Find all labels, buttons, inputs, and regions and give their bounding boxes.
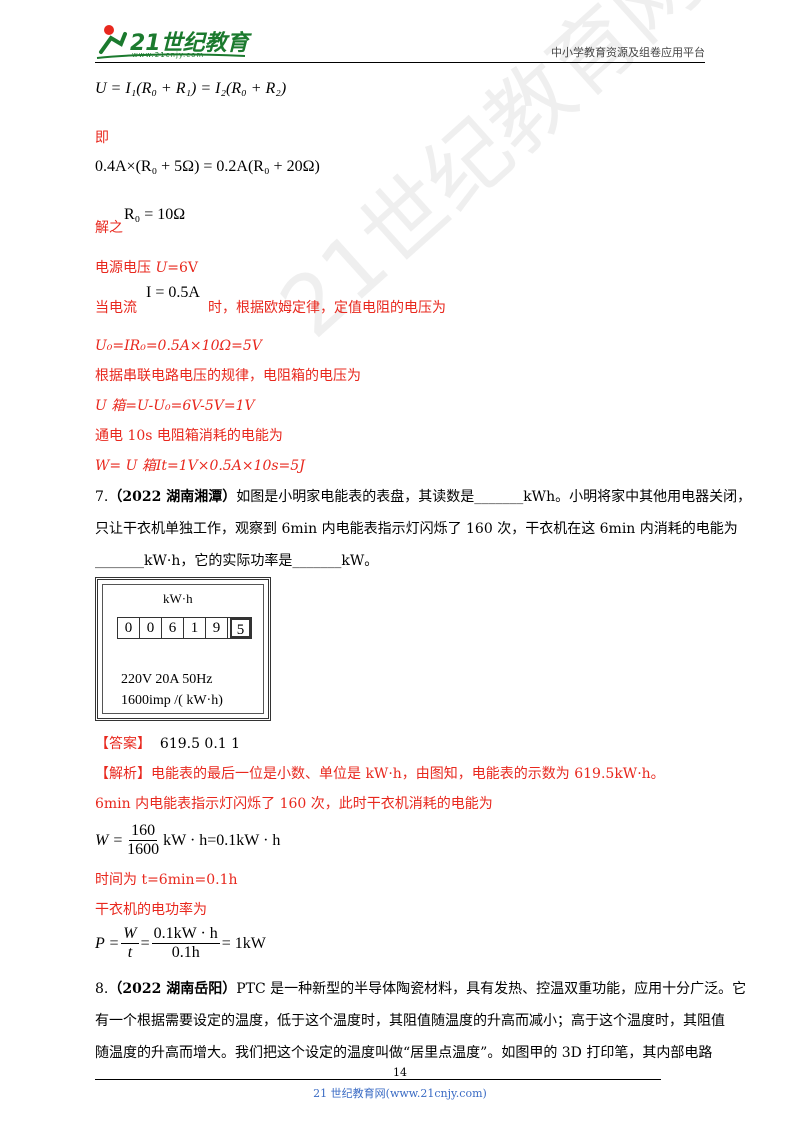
answer-line: 【答案】 619.5 0.1 1: [95, 734, 240, 754]
p-fraction-2: 0.1kW · h 0.1h: [151, 925, 220, 962]
q7-line3: _______kW·h，它的实际功率是_______kW。: [95, 553, 379, 569]
text-time: 时间为 t=6min=0.1h: [95, 872, 238, 888]
meter-digit-decimal: 5: [230, 618, 251, 638]
equation-u0: U₀=IR₀=0.5A×10Ω=5V: [95, 338, 262, 354]
q8-text-1: PTC 是一种新型的半导体陶瓷材料，具有发热、控温双重功能，应用十分广泛。它: [236, 981, 747, 997]
equation-energy: W= U 箱It=1V×0.5A×10s=5J: [95, 458, 305, 474]
meter-digits: 0 0 6 1 9 5: [117, 617, 252, 639]
answer-label: 【答案】: [95, 736, 151, 752]
text-jiezhi: 解之: [95, 220, 123, 236]
w-rhs: kW · h=0.1kW · h: [163, 831, 281, 849]
text-current-suffix: 时，根据欧姆定律，定值电阻的电压为: [208, 300, 446, 316]
meter-panel: kW·h 0 0 6 1 9 5 220V 20A 50Hz 1600imp /…: [102, 584, 264, 714]
meter-digit: 0: [118, 618, 140, 638]
equation-voltage-series: U = I₁(R₀ + R₁) = I₂(R₀ + R₂): [95, 80, 287, 97]
equation-r0: R₀ = 10Ω: [124, 206, 186, 223]
text-power-intro: 干衣机的电功率为: [95, 902, 207, 918]
analysis-line1: 【解析】电能表的最后一位是小数、单位是 kW·h，由图知，电能表的示数为 619…: [95, 764, 665, 784]
energy-meter-figure: kW·h 0 0 6 1 9 5 220V 20A 50Hz 1600imp /…: [95, 577, 271, 721]
p-equals: =: [140, 934, 150, 952]
supply-voltage-var: U: [155, 260, 168, 276]
q7-line2: 只让干衣机单独工作，观察到 6min 内电能表指示灯闪烁了 160 次，干衣机在…: [95, 521, 738, 537]
text-energy-intro: 通电 10s 电阻箱消耗的电能为: [95, 428, 283, 444]
p-numerator-2: 0.1kW · h: [151, 925, 220, 944]
meter-digit: 0: [140, 618, 162, 638]
w-numerator: 160: [129, 822, 158, 841]
analysis-line2: 6min 内电能表指示灯闪烁了 160 次，此时干衣机消耗的电能为: [95, 796, 493, 812]
analysis-text-1: 电能表的最后一位是小数、单位是 kW·h，由图知，电能表的示数为 619.5kW…: [151, 766, 665, 782]
supply-voltage-prefix: 电源电压: [95, 260, 156, 276]
p-numerator-1: W: [121, 925, 139, 944]
q8-line3: 随温度的升高而增大。我们把这个设定的温度叫做“居里点温度”。如图甲的 3D 打印…: [95, 1045, 713, 1061]
equation-current: I = 0.5A: [146, 284, 200, 301]
q8-source: （2022 湖南岳阳）: [108, 981, 237, 997]
equation-u-box: U 箱=U-U₀=6V-5V=1V: [95, 398, 255, 414]
p-denominator-2: 0.1h: [171, 944, 200, 961]
text-current-prefix: 当电流: [95, 300, 137, 316]
answer-values: 619.5 0.1 1: [159, 736, 241, 752]
header-divider: [95, 62, 705, 63]
q7-line1: 7.（2022 湖南湘潭）如图是小明家电能表的表盘，其读数是_______kWh…: [95, 487, 751, 507]
equation-substitution: 0.4A×(R₀ + 5Ω) = 0.2A(R₀ + 20Ω): [95, 158, 320, 175]
meter-imp: 1600imp /( kW·h): [121, 693, 223, 708]
q7-source: （2022 湖南湘潭）: [108, 489, 237, 505]
meter-unit: kW·h: [163, 591, 193, 606]
text-supply-voltage: 电源电压 U=6V: [95, 258, 198, 278]
equation-w: W = 160 1600 kW · h=0.1kW · h: [95, 822, 280, 859]
meter-digit: 6: [162, 618, 184, 638]
platform-title: 中小学教育资源及组卷应用平台: [551, 46, 705, 59]
meter-spec: 220V 20A 50Hz: [121, 672, 213, 687]
footer-site: 21 世纪教育网(www.21cnjy.com): [313, 1087, 487, 1100]
text-ji: 即: [95, 130, 109, 146]
w-denominator: 1600: [127, 841, 160, 858]
q7-number: 7.: [95, 489, 109, 505]
q7-text-1: 如图是小明家电能表的表盘，其读数是_______kWh。小明将家中其他用电器关闭…: [236, 489, 752, 505]
text-series-rule: 根据串联电路电压的规律，电阻箱的电压为: [95, 368, 361, 384]
w-fraction: 160 1600: [125, 822, 161, 859]
p-denominator-1: t: [127, 944, 133, 961]
p-fraction-1: W t: [121, 925, 139, 962]
logo-text: 21世纪教育: [130, 31, 249, 56]
p-rhs: = 1kW: [221, 934, 266, 952]
q8-line2: 有一个根据需要设定的温度，低于这个温度时，其阻值随温度的升高而减小；高于这个温度…: [95, 1013, 725, 1029]
equation-p: P = W t = 0.1kW · h 0.1h = 1kW: [95, 925, 266, 962]
supply-voltage-value: =6V: [167, 260, 199, 276]
logo-runner-icon: [96, 25, 246, 59]
p-lhs: P =: [95, 934, 120, 952]
q8-line1: 8.（2022 湖南岳阳）PTC 是一种新型的半导体陶瓷材料，具有发热、控温双重…: [95, 979, 746, 999]
meter-digit: 9: [206, 618, 228, 638]
w-lhs: W =: [95, 831, 124, 849]
page-number: 14: [393, 1066, 407, 1079]
analysis-label: 【解析】: [95, 766, 151, 782]
meter-digit: 1: [184, 618, 206, 638]
logo-url: www.21cnjy.com: [132, 51, 205, 59]
footer-divider: [95, 1079, 661, 1080]
q8-number: 8.: [95, 981, 109, 997]
